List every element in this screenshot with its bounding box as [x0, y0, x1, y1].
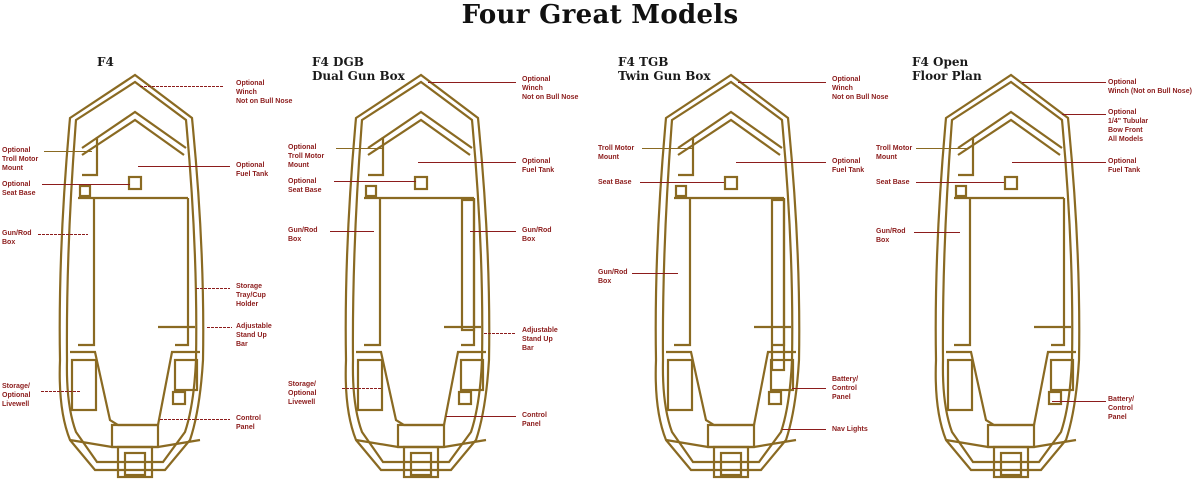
label-tubular-bow-front: Optional 1/4" Tubular Bow Front All Mode… — [1108, 109, 1149, 143]
label-battery-control-panel: Battery/ Control Panel — [1108, 396, 1135, 421]
label-seat-base: Optional Seat Base — [288, 178, 322, 194]
label-troll-motor-mount: Optional Troll Motor Mount — [2, 147, 39, 172]
label-winch: Optional Winch Not on Bull Nose — [522, 76, 579, 101]
leader-line — [792, 388, 826, 389]
leader-line — [446, 416, 516, 417]
leader-line — [418, 162, 516, 163]
leader-line — [916, 148, 968, 149]
leader-line — [330, 231, 374, 232]
model-f4-tgb: F4 TGB Twin Gun Box Optional Winch Not o… — [596, 0, 896, 480]
label-livewell: Storage/ Optional Livewell — [288, 381, 317, 406]
leader-line — [736, 162, 826, 163]
model-name: F4 DGB Dual Gun Box — [312, 55, 405, 83]
leader-line — [207, 327, 232, 328]
leader-line — [140, 86, 224, 87]
leader-line — [632, 273, 678, 274]
leader-line — [1062, 114, 1106, 115]
label-troll-motor-mount: Optional Troll Motor Mount — [288, 144, 325, 169]
label-gun-rod-box: Gun/Rod Box — [876, 228, 906, 244]
model-f4-dgb: F4 DGB Dual Gun Box Optional Winch Not o… — [286, 0, 586, 480]
label-seat-base: Seat Base — [876, 179, 910, 186]
label-troll-motor-mount: Troll Motor Mount — [598, 145, 635, 161]
leader-line — [916, 182, 1004, 183]
leader-line — [428, 82, 516, 83]
label-stand-up-bar: Adjustable Stand Up Bar — [236, 323, 272, 348]
leader-line — [484, 333, 516, 334]
leader-line — [1022, 82, 1106, 83]
leader-line — [336, 148, 384, 149]
label-nav-lights: Nav Lights — [832, 426, 868, 433]
leader-line — [738, 82, 826, 83]
label-seat-base: Seat Base — [598, 179, 632, 186]
label-gun-rod-box: Gun/Rod Box — [598, 269, 628, 285]
label-storage-tray: Storage Tray/Cup Holder — [236, 283, 266, 308]
label-gun-rod-box: Gun/Rod Box — [2, 230, 32, 246]
label-fuel-tank: Optional Fuel Tank — [236, 162, 269, 178]
model-name: F4 — [97, 55, 114, 69]
label-seat-base: Optional Seat Base — [2, 181, 36, 197]
label-fuel-tank: Optional Fuel Tank — [832, 158, 865, 174]
leader-line — [470, 231, 516, 232]
label-winch: Optional Winch Not on Bull Nose — [832, 76, 889, 101]
label-fuel-tank: Optional Fuel Tank — [1108, 158, 1141, 174]
label-stand-up-bar: Adjustable Stand Up Bar — [522, 327, 558, 352]
leader-line — [44, 151, 92, 152]
leader-line — [196, 288, 230, 289]
page-title: Four Great Models — [461, 0, 739, 30]
boat-outline-diagram — [58, 73, 205, 479]
leader-line — [42, 184, 130, 185]
leader-line — [782, 429, 826, 430]
leader-line — [41, 391, 81, 392]
leader-line — [334, 181, 416, 182]
label-winch: Optional Winch Not on Bull Nose — [236, 80, 293, 105]
leader-line — [160, 419, 230, 420]
model-f4: F4 Optional Winch Not on Bull Nose Optio… — [0, 0, 300, 480]
label-livewell: Storage/ Optional Livewell — [2, 383, 31, 408]
model-f4-open: F4 Open Floor Plan Optional Winch (Not o… — [876, 0, 1192, 480]
boat-outline-diagram — [654, 73, 801, 479]
leader-line — [138, 166, 230, 167]
label-winch: Optional Winch (Not on Bull Nose) — [1108, 79, 1192, 95]
label-control-panel: Control Panel — [236, 415, 261, 431]
leader-line — [38, 234, 88, 235]
label-fuel-tank: Optional Fuel Tank — [522, 158, 555, 174]
leader-line — [914, 232, 960, 233]
label-troll-motor-mount: Troll Motor Mount — [876, 145, 913, 161]
model-name: F4 Open Floor Plan — [912, 55, 982, 83]
leader-line — [640, 182, 724, 183]
label-gun-rod-box-left: Gun/Rod Box — [288, 227, 318, 243]
leader-line — [1052, 401, 1106, 402]
leader-line — [342, 388, 382, 389]
model-name: F4 TGB Twin Gun Box — [618, 55, 711, 83]
leader-line — [642, 148, 692, 149]
label-gun-rod-box-right: Gun/Rod Box — [522, 227, 552, 243]
leader-line — [1012, 162, 1106, 163]
label-battery-control-panel: Battery/ Control Panel — [832, 376, 859, 401]
boat-outline-diagram — [344, 73, 491, 479]
label-control-panel: Control Panel — [522, 412, 547, 428]
